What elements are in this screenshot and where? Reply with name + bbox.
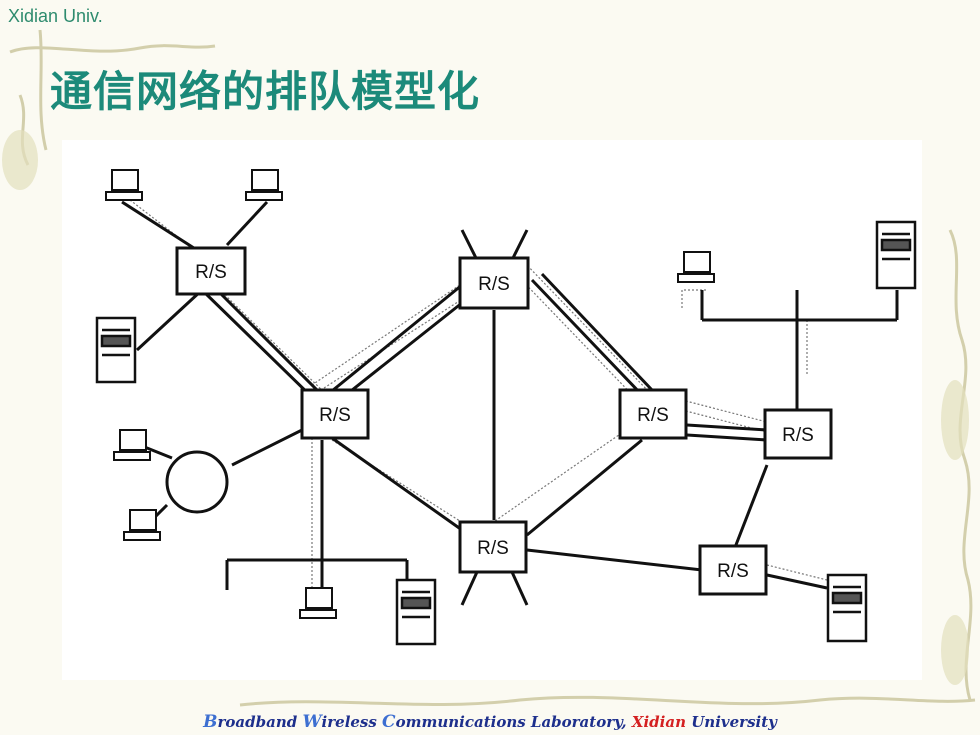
server-icons <box>95 220 917 646</box>
header-label: Xidian Univ. <box>8 6 103 26</box>
router-node-2: R/S <box>458 256 530 310</box>
node-label: R/S <box>717 561 749 582</box>
router-node-6: R/S <box>458 520 528 574</box>
router-node-7: R/S <box>698 544 768 596</box>
node-label: R/S <box>477 538 509 559</box>
footer-text: ommunications Laboratory, <box>395 713 632 731</box>
router-node-1: R/S <box>175 246 247 296</box>
ring-network <box>165 450 229 514</box>
network-diagram: R/S R/S R/S R/S R/S R/S R/S <box>62 140 922 680</box>
computer-icon <box>123 509 161 541</box>
footer-text: roadband <box>217 713 303 731</box>
server-icon <box>395 578 437 646</box>
network-diagram-svg: R/S R/S R/S R/S R/S R/S R/S <box>95 169 917 646</box>
terminal-icons <box>105 169 715 619</box>
router-node-4: R/S <box>618 388 688 440</box>
node-label: R/S <box>319 405 351 426</box>
router-node-5: R/S <box>763 408 833 460</box>
server-icon <box>875 220 917 290</box>
server-icon <box>826 573 868 643</box>
computer-icon <box>677 251 715 283</box>
slide-title: 通信网络的排队模型化 <box>50 67 481 116</box>
node-label: R/S <box>478 274 510 295</box>
computer-icon <box>299 587 337 619</box>
footer-xidian: Xidian <box>631 713 686 731</box>
router-node-3: R/S <box>300 388 370 440</box>
footer-text: ireless <box>321 713 383 731</box>
footer-credit: Broadband Wireless Communications Labora… <box>0 712 980 732</box>
node-label: R/S <box>195 262 227 283</box>
footer-university: University <box>686 713 777 731</box>
footer-initial-b: B <box>203 712 218 732</box>
computer-icon <box>245 169 283 201</box>
computer-icon <box>113 429 151 461</box>
node-label: R/S <box>782 425 814 446</box>
footer-initial-c: C <box>382 712 396 732</box>
node-label: R/S <box>637 405 669 426</box>
computer-icon <box>105 169 143 201</box>
server-icon <box>95 316 137 384</box>
footer-initial-w: W <box>302 712 322 732</box>
